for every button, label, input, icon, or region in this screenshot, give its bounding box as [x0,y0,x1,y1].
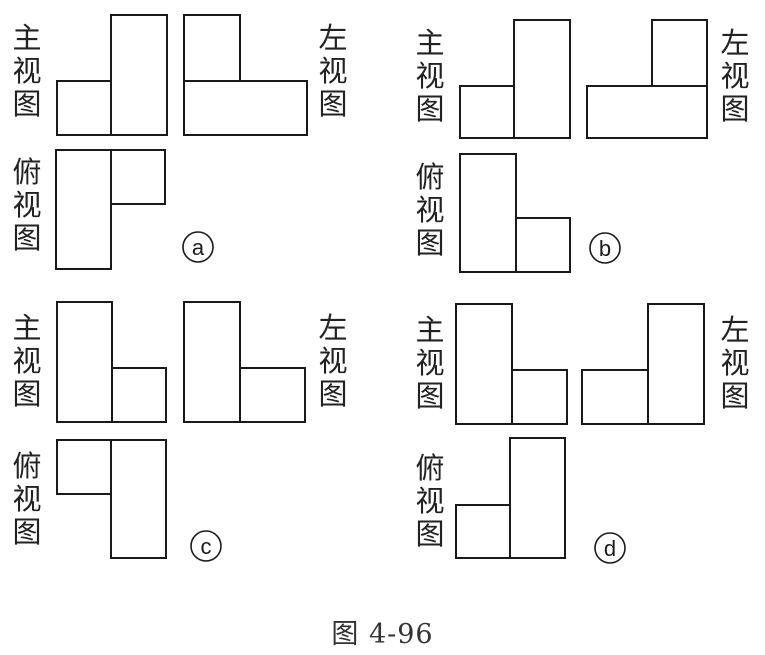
top-view-label-a: 俯视图 [12,155,42,255]
left-view-label-a: 左视图 [318,21,348,121]
left-view-block-c [183,301,241,423]
left-view-label-b: 左视图 [720,26,750,126]
front-view-block-d [455,303,513,425]
top-view-block-a [110,149,166,205]
left-view-block-b [586,85,708,139]
front-view-label-b: 主视图 [415,26,445,126]
front-view-block-d [511,369,568,425]
top-view-label-c: 俯视图 [12,449,42,549]
front-view-block-c [111,367,167,423]
top-view-block-d [509,437,566,559]
top-view-block-b [459,153,517,273]
left-view-label-c: 左视图 [318,311,348,411]
front-view-block-c [56,301,113,423]
left-view-block-c [239,367,306,423]
option-marker-circle-b [589,232,621,264]
left-view-block-a [183,80,308,136]
option-label-d: d [604,536,616,561]
top-view-block-d [455,504,511,559]
front-view-label-c: 主视图 [12,311,42,411]
top-view-block-b [515,217,571,273]
left-view-block-d [581,369,649,425]
top-view-block-a [55,149,112,270]
option-label-b: b [599,236,611,261]
figure-caption: 图 4-96 [331,619,434,650]
left-view-block-b [651,19,708,87]
left-view-label-d: 左视图 [720,313,750,413]
front-view-block-b [513,19,571,139]
front-view-label-a: 主视图 [12,21,42,121]
top-view-label-d: 俯视图 [415,451,445,551]
front-view-block-b [459,85,515,139]
option-label-c: c [201,534,212,559]
left-view-block-a [183,14,241,82]
option-marker-circle-a [182,231,214,263]
front-view-block-a [56,80,112,136]
front-view-block-a [110,14,168,136]
option-marker-circle-d [594,532,626,564]
top-view-block-c [110,439,167,559]
top-view-block-c [56,439,112,495]
top-view-label-b: 俯视图 [415,160,445,260]
front-view-label-d: 主视图 [415,313,445,413]
option-label-a: a [192,235,205,260]
left-view-block-d [647,303,705,425]
option-marker-circle-c [190,530,222,562]
